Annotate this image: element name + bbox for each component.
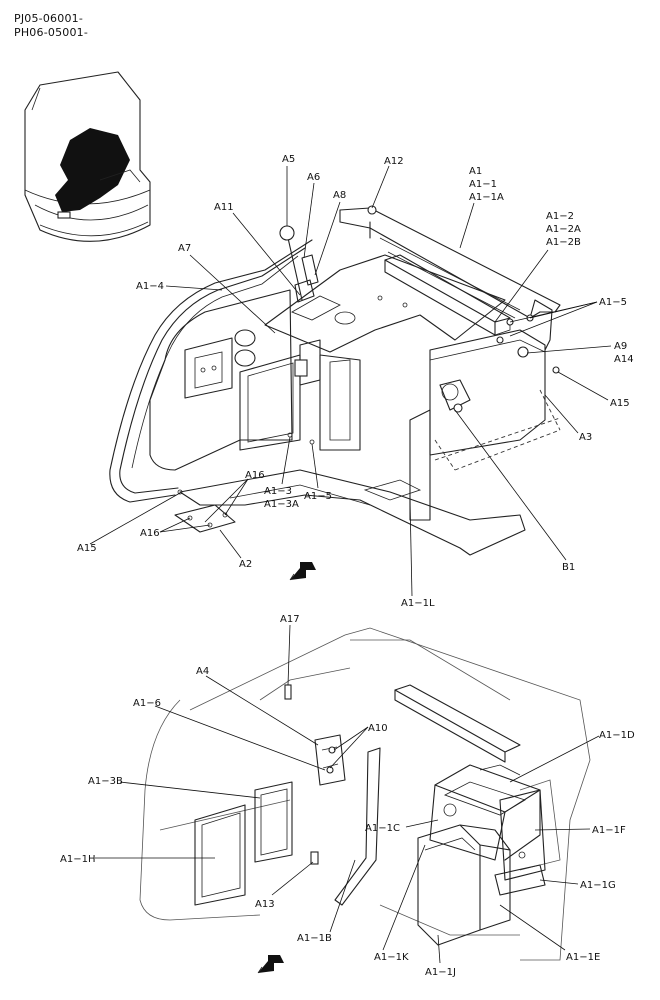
- front-direction-arrow-icon: [289, 562, 316, 581]
- locator-thumbnail: [24, 71, 151, 242]
- callout-A6: A6: [307, 172, 320, 183]
- callout-A1-1B: A1−1B: [297, 933, 332, 944]
- callout-A14: A14: [614, 354, 634, 365]
- callout-labels-bottom: A17 A4 A1−6 A10 A1−1D A1−3B A1−1C A1−1F …: [60, 614, 635, 978]
- bottom-assembly: [139, 627, 591, 961]
- callout-A1-2A: A1−2A: [546, 224, 581, 235]
- top-assembly: [109, 205, 561, 556]
- callout-A17: A17: [280, 614, 300, 625]
- callout-A2: A2: [239, 559, 252, 570]
- callout-A1-1G: A1−1G: [580, 880, 616, 891]
- callout-A1-6: A1−6: [133, 698, 161, 709]
- callout-A1-1F: A1−1F: [592, 825, 626, 836]
- callout-A1-1J: A1−1J: [425, 967, 456, 978]
- callout-A1-1H: A1−1H: [60, 854, 95, 865]
- callout-A15-left: A15: [77, 543, 97, 554]
- callout-A1-3: A1−3: [264, 486, 292, 497]
- callout-A3: A3: [579, 432, 592, 443]
- callout-A5: A5: [282, 154, 295, 165]
- callout-A1-1L: A1−1L: [401, 598, 435, 609]
- callout-A1-3A: A1−3A: [264, 499, 299, 510]
- callout-A12: A12: [384, 156, 404, 167]
- callout-A1-1K: A1−1K: [374, 952, 409, 963]
- callout-A11: A11: [214, 202, 234, 213]
- callout-A4: A4: [196, 666, 209, 677]
- callout-B1: B1: [562, 562, 575, 573]
- callout-A1-5-top: A1−5: [599, 297, 627, 308]
- callout-A1-3B: A1−3B: [88, 776, 123, 787]
- model-code-line-1: PJ05-06001-: [14, 12, 84, 25]
- callout-A7: A7: [178, 243, 191, 254]
- callout-A8: A8: [333, 190, 346, 201]
- callout-A1-1D: A1−1D: [599, 730, 635, 741]
- callout-A1-2B: A1−2B: [546, 237, 581, 248]
- callout-A16-bottom: A16: [140, 528, 160, 539]
- callout-labels-top: A5 A6 A8 A11 A12 A1 A1−1 A1−1A A7 A1−2 A…: [77, 154, 634, 609]
- callout-A9: A9: [614, 341, 627, 352]
- leader-lines-top: [89, 165, 612, 597]
- callout-A1-1: A1−1: [469, 179, 497, 190]
- callout-A1-1C: A1−1C: [365, 823, 400, 834]
- callout-A1-1A: A1−1A: [469, 192, 504, 203]
- callout-A1-5-bottom: A1−5: [304, 491, 332, 502]
- front-direction-arrow-icon: [257, 955, 284, 974]
- callout-A1-2: A1−2: [546, 211, 574, 222]
- callout-A1: A1: [469, 166, 482, 177]
- model-code-line-2: PH06-05001-: [14, 26, 89, 39]
- callout-A15-right: A15: [610, 398, 630, 409]
- callout-A10: A10: [368, 723, 388, 734]
- leader-lines-bottom: [95, 624, 600, 964]
- callout-A1-4: A1−4: [136, 281, 164, 292]
- callout-A13: A13: [255, 899, 275, 910]
- callout-A16-top: A16: [245, 470, 265, 481]
- callout-A1-1E: A1−1E: [566, 952, 600, 963]
